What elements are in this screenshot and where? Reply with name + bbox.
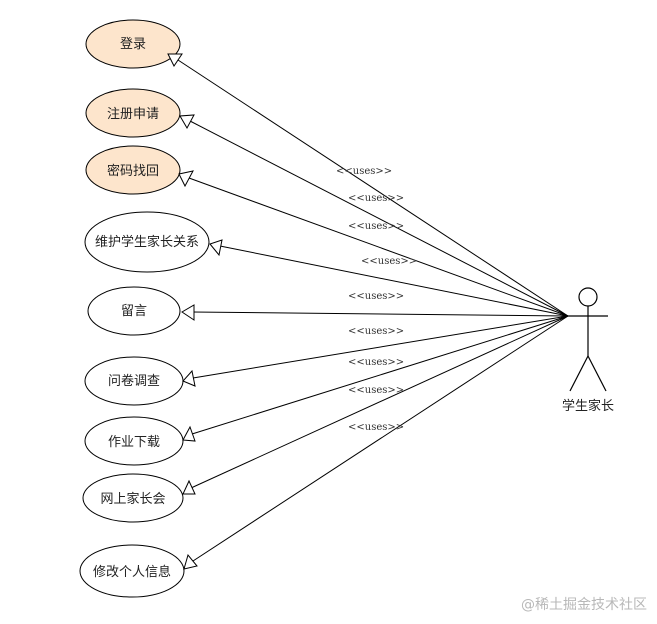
- uses-relation-login: [167, 53, 569, 317]
- generalization-arrowhead: [183, 553, 198, 570]
- uses-relation-password-recovery: [178, 170, 569, 317]
- uses-label: <<uses>>: [348, 357, 404, 368]
- relation-line: [192, 315, 569, 379]
- use-case-homework-download[interactable]: 作业下载: [84, 416, 184, 466]
- use-case-register[interactable]: 注册申请: [85, 88, 181, 138]
- relation-line: [219, 245, 569, 317]
- use-case-maintain-relation[interactable]: 维护学生家长关系: [84, 211, 210, 273]
- uses-label: <<uses>>: [336, 166, 392, 177]
- use-case-label: 维护学生家长关系: [95, 234, 199, 250]
- generalization-arrowhead: [179, 114, 195, 130]
- use-case-ellipse: [82, 473, 184, 523]
- use-case-ellipse: [85, 88, 181, 138]
- uses-label: <<uses>>: [348, 422, 404, 433]
- use-case-ellipse: [85, 145, 181, 195]
- use-case-ellipse: [84, 416, 184, 466]
- generalization-arrowhead: [182, 425, 196, 442]
- use-case-label: 网上家长会: [100, 491, 165, 507]
- uses-relation-survey: [182, 315, 569, 387]
- use-case-label: 问卷调查: [108, 373, 160, 389]
- use-case-survey[interactable]: 问卷调查: [84, 356, 184, 406]
- watermark: @稀土掘金技术社区: [521, 597, 647, 613]
- use-case-ellipse: [79, 544, 185, 598]
- uses-label: <<uses>>: [348, 326, 404, 337]
- use-case-ellipse: [84, 211, 210, 273]
- use-case-ellipse: [85, 19, 181, 69]
- generalization-arrowhead: [181, 304, 195, 321]
- relation-line: [188, 177, 569, 317]
- actor-head: [578, 287, 598, 307]
- uses-relation-homework-download: [182, 315, 569, 442]
- relation-line: [191, 311, 569, 317]
- use-case-ellipse: [87, 286, 181, 336]
- generalization-arrowhead: [182, 369, 196, 387]
- actor-name: 学生家长: [562, 398, 614, 414]
- relation-line: [190, 315, 569, 489]
- use-case-message[interactable]: 留言: [87, 286, 181, 336]
- use-case-label: 修改个人信息: [93, 564, 171, 580]
- relation-line: [191, 315, 569, 435]
- use-case-label: 注册申请: [107, 107, 159, 122]
- uses-relation-message: [181, 304, 569, 321]
- use-case-label: 作业下载: [108, 435, 160, 450]
- actor-parent[interactable]: 学生家长: [562, 287, 614, 414]
- generalization-arrowhead: [209, 239, 223, 257]
- uses-relation-online-meeting: [182, 315, 569, 495]
- use-case-label: 留言: [121, 304, 147, 319]
- uses-label: <<uses>>: [348, 193, 404, 204]
- use-case-online-meeting[interactable]: 网上家长会: [82, 473, 184, 523]
- use-case-label: 登录: [120, 37, 146, 52]
- uses-label: <<uses>>: [361, 256, 417, 267]
- uses-label: <<uses>>: [348, 291, 404, 302]
- uses-label: <<uses>>: [348, 385, 404, 396]
- uses-label: <<uses>>: [348, 221, 404, 232]
- use-case-login[interactable]: 登录: [85, 19, 181, 69]
- relation-line: [192, 315, 569, 562]
- relation-line: [189, 120, 569, 317]
- uses-relation-edit-profile: [183, 315, 569, 570]
- uses-relation-register: [179, 114, 569, 317]
- uses-relation-maintain-relation: [209, 239, 569, 317]
- actor-right-leg: [587, 355, 607, 392]
- generalization-arrowhead: [178, 170, 194, 188]
- generalization-arrowhead: [167, 53, 183, 67]
- use-case-edit-profile[interactable]: 修改个人信息: [79, 544, 185, 598]
- use-case-password-recovery[interactable]: 密码找回: [85, 145, 181, 195]
- generalization-arrowhead: [182, 479, 196, 495]
- use-case-label: 密码找回: [107, 163, 159, 179]
- relation-line: [177, 59, 569, 317]
- actor-left-leg: [569, 355, 589, 392]
